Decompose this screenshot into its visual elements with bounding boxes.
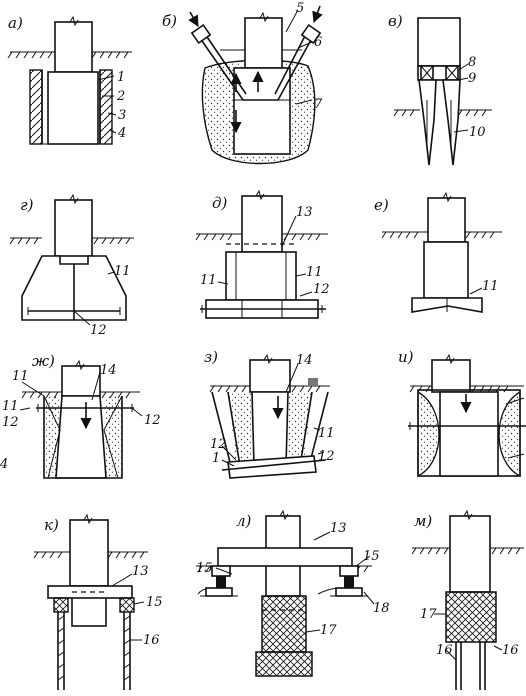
column: [241, 195, 283, 253]
panel-d: д) 13 11 11 12: [195, 189, 330, 319]
callout: 11: [200, 273, 217, 288]
callout: 1: [212, 451, 220, 466]
callout: 12: [313, 282, 330, 297]
concrete-grillage: [445, 591, 497, 643]
callout: 8: [468, 55, 476, 70]
panel-m: м) 17 16 16: [411, 509, 524, 690]
panel-e: е) 11: [374, 191, 502, 313]
callout: 1: [117, 70, 125, 85]
callout: 13: [330, 521, 347, 536]
callout: 13: [296, 205, 313, 220]
panel-v: в) 8 9 10: [388, 12, 492, 166]
callout: 9: [468, 71, 476, 86]
jack-left: [216, 576, 226, 588]
jack-right: [344, 576, 354, 588]
callout: 15: [146, 595, 163, 610]
callout: 17: [320, 623, 337, 638]
foundation-body: [251, 391, 289, 467]
callout: 4: [117, 126, 126, 141]
callout: 5: [296, 1, 304, 16]
panel-label-m: м): [414, 512, 432, 530]
callout: 3: [118, 108, 126, 123]
panel-b: б) 5 6 7: [162, 1, 323, 165]
panel-label-k: к): [44, 516, 59, 534]
panel-l: л) 13 15 15 18 17: [196, 509, 390, 677]
callout: 18: [373, 601, 390, 616]
callout: 11: [318, 426, 335, 441]
callout: 13: [132, 564, 149, 579]
panel-label-a: а): [8, 14, 23, 32]
column: [449, 515, 491, 593]
panel-label-zh: ж): [32, 352, 55, 370]
pile-left: [455, 642, 462, 690]
callout: 16: [436, 643, 453, 658]
brick-jacket-right: [99, 69, 113, 145]
concrete-extension: [261, 595, 307, 653]
panel-i: и): [398, 348, 526, 478]
panel-label-d: д): [212, 194, 228, 212]
callout: 12: [2, 415, 19, 430]
callout: 11: [114, 264, 131, 279]
foundation-body: [47, 71, 99, 145]
callout: 11: [482, 279, 499, 294]
column: [61, 365, 101, 397]
panel-label-g: г): [20, 196, 34, 214]
panel-label-b: б): [162, 12, 177, 30]
callout: 14: [296, 353, 313, 368]
callout: 16: [502, 643, 519, 658]
column: [431, 359, 471, 393]
callout: 7: [314, 97, 323, 112]
foundation-body: [439, 391, 499, 477]
pile-left: [57, 612, 65, 690]
cross-beam: [217, 547, 353, 567]
pile-right: [123, 612, 131, 690]
tie-rod: [221, 459, 327, 471]
callout: 10: [469, 125, 486, 140]
panel-k: к) 13 15 16: [33, 513, 163, 690]
column: [54, 21, 93, 73]
panel-a: а) 1 2 3 4: [7, 14, 132, 145]
brick-jacket-left: [29, 69, 43, 145]
foundation-jacket: [43, 396, 123, 479]
column: [427, 197, 466, 243]
column: [249, 359, 291, 393]
callout: 6: [314, 35, 322, 50]
panel-zh: ж) 11 14 11 12 12 4: [0, 352, 161, 479]
column: [244, 17, 283, 69]
column: [54, 199, 93, 257]
pile-right: [479, 642, 486, 690]
callout: 12: [318, 449, 335, 464]
callout: 17: [420, 607, 437, 622]
callout: 12: [210, 437, 227, 452]
panel-label-i: и): [398, 348, 414, 366]
callout: 16: [143, 633, 160, 648]
callout: 11: [2, 399, 19, 414]
panel-z: з) 14 11 12 1 12: [204, 348, 335, 479]
foundation-jacket: [225, 251, 297, 301]
panel-label-e: е): [374, 196, 389, 214]
panel-label-z: з): [204, 348, 218, 366]
column: [417, 17, 461, 67]
panel-g: г) 11 12: [9, 193, 134, 338]
callout: 15: [363, 549, 380, 564]
callout: 15: [196, 561, 213, 576]
callout: 12: [90, 323, 107, 338]
callout: 12: [144, 413, 161, 428]
foundation-body: [423, 241, 469, 299]
callout: 11: [306, 265, 323, 280]
panel-label-l: л): [236, 512, 252, 530]
callout: 2: [116, 89, 125, 104]
callout: 11: [12, 369, 29, 384]
callout: 14: [100, 363, 117, 378]
callout: 4: [0, 457, 8, 472]
column: [69, 519, 109, 587]
panel-label-v: в): [388, 12, 403, 30]
